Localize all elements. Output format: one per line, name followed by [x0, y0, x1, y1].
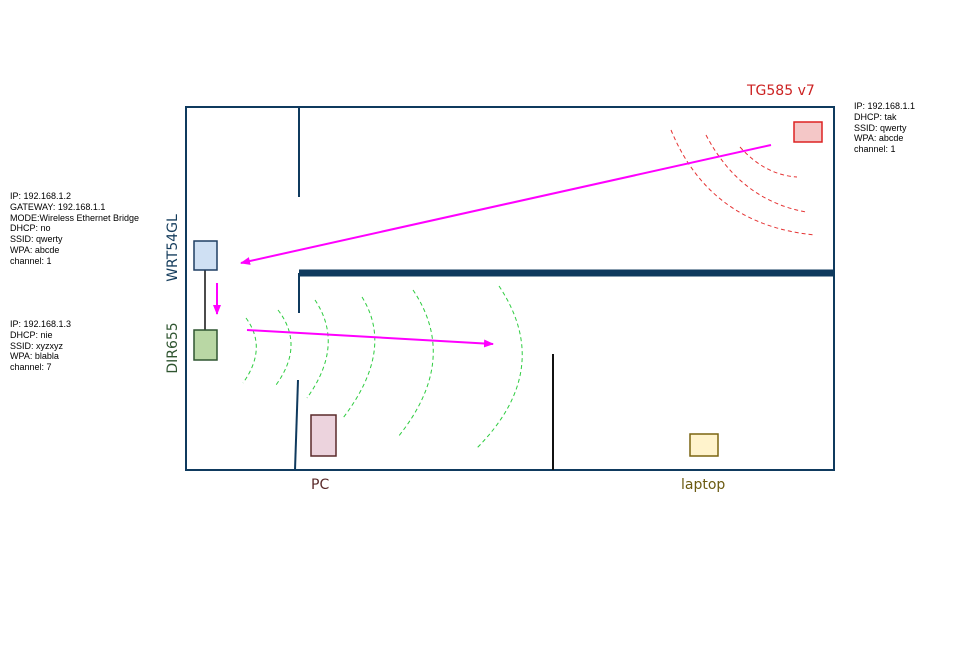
wrt54gl-info: IP: 192.168.1.2 GATEWAY: 192.168.1.1 MOD… [10, 191, 139, 267]
pc-label: PC [311, 477, 330, 493]
tg585-info-line: SSID: qwerty [854, 122, 907, 133]
tg585-wave [739, 146, 798, 178]
wall-lower-left-partition-bottom [294, 379, 299, 471]
wrt54gl-router [193, 240, 218, 271]
laptop-label: laptop [681, 477, 726, 493]
tg585-info-line: DHCP: tak [854, 111, 897, 122]
dir655-router [193, 329, 218, 361]
dir655-wave [275, 309, 292, 386]
outer-wall [185, 106, 835, 471]
signal-arrows [213, 144, 772, 348]
laptop-device [689, 433, 719, 457]
tg585-wifi-waves [670, 129, 816, 236]
dir655-info: IP: 192.168.1.3 DHCP: nie SSID: xyzxyz W… [10, 319, 71, 373]
tg585-wave [670, 129, 816, 236]
floor-plan [185, 106, 835, 471]
tg585-label: TG585 v7 [747, 83, 815, 99]
dir655-wave [242, 317, 257, 384]
wrt54gl-info-line: IP: 192.168.1.2 [10, 191, 72, 201]
wrt54gl-info-line: MODE:Wireless Ethernet Bridge [10, 212, 140, 223]
pc-device [310, 414, 337, 457]
dir655-info-line: IP: 192.168.1.3 [10, 319, 72, 329]
tg585-info-line: WPA: abcde [854, 133, 904, 144]
wrt54gl-info-line: WPA: abcde [10, 244, 60, 255]
dir655-wave [342, 296, 376, 419]
tg585-router [793, 121, 823, 143]
dir655-wave [475, 285, 523, 450]
dir655-info-line: WPA: blabla [10, 351, 59, 362]
wrt54gl-info-line: SSID: qwerty [10, 234, 63, 245]
tg585-info: IP: 192.168.1.1 DHCP: tak SSID: qwerty W… [854, 101, 915, 155]
dir655-wave [306, 299, 329, 399]
dir655-info-line: SSID: xyzxyz [10, 340, 64, 351]
wrt54gl-info-line: DHCP: no [10, 223, 51, 234]
wrt54gl-info-line: channel: 1 [10, 255, 52, 266]
wrt54gl-label: WRT54GL [165, 214, 181, 282]
dir655-info-line: DHCP: nie [10, 329, 53, 340]
arrow-dir655-to-laptop [246, 329, 494, 348]
tg585-wave [705, 134, 807, 213]
dir655-wifi-waves [242, 285, 523, 450]
dir655-info-line: channel: 7 [10, 362, 52, 373]
dir655-label: DIR655 [165, 322, 181, 374]
tg585-info-line: channel: 1 [854, 144, 896, 155]
dir655-wave [397, 289, 434, 438]
wrt54gl-info-line: GATEWAY: 192.168.1.1 [10, 201, 106, 212]
arrow-tg585-to-wrt54gl [240, 144, 772, 265]
tg585-info-line: IP: 192.168.1.1 [854, 101, 916, 111]
